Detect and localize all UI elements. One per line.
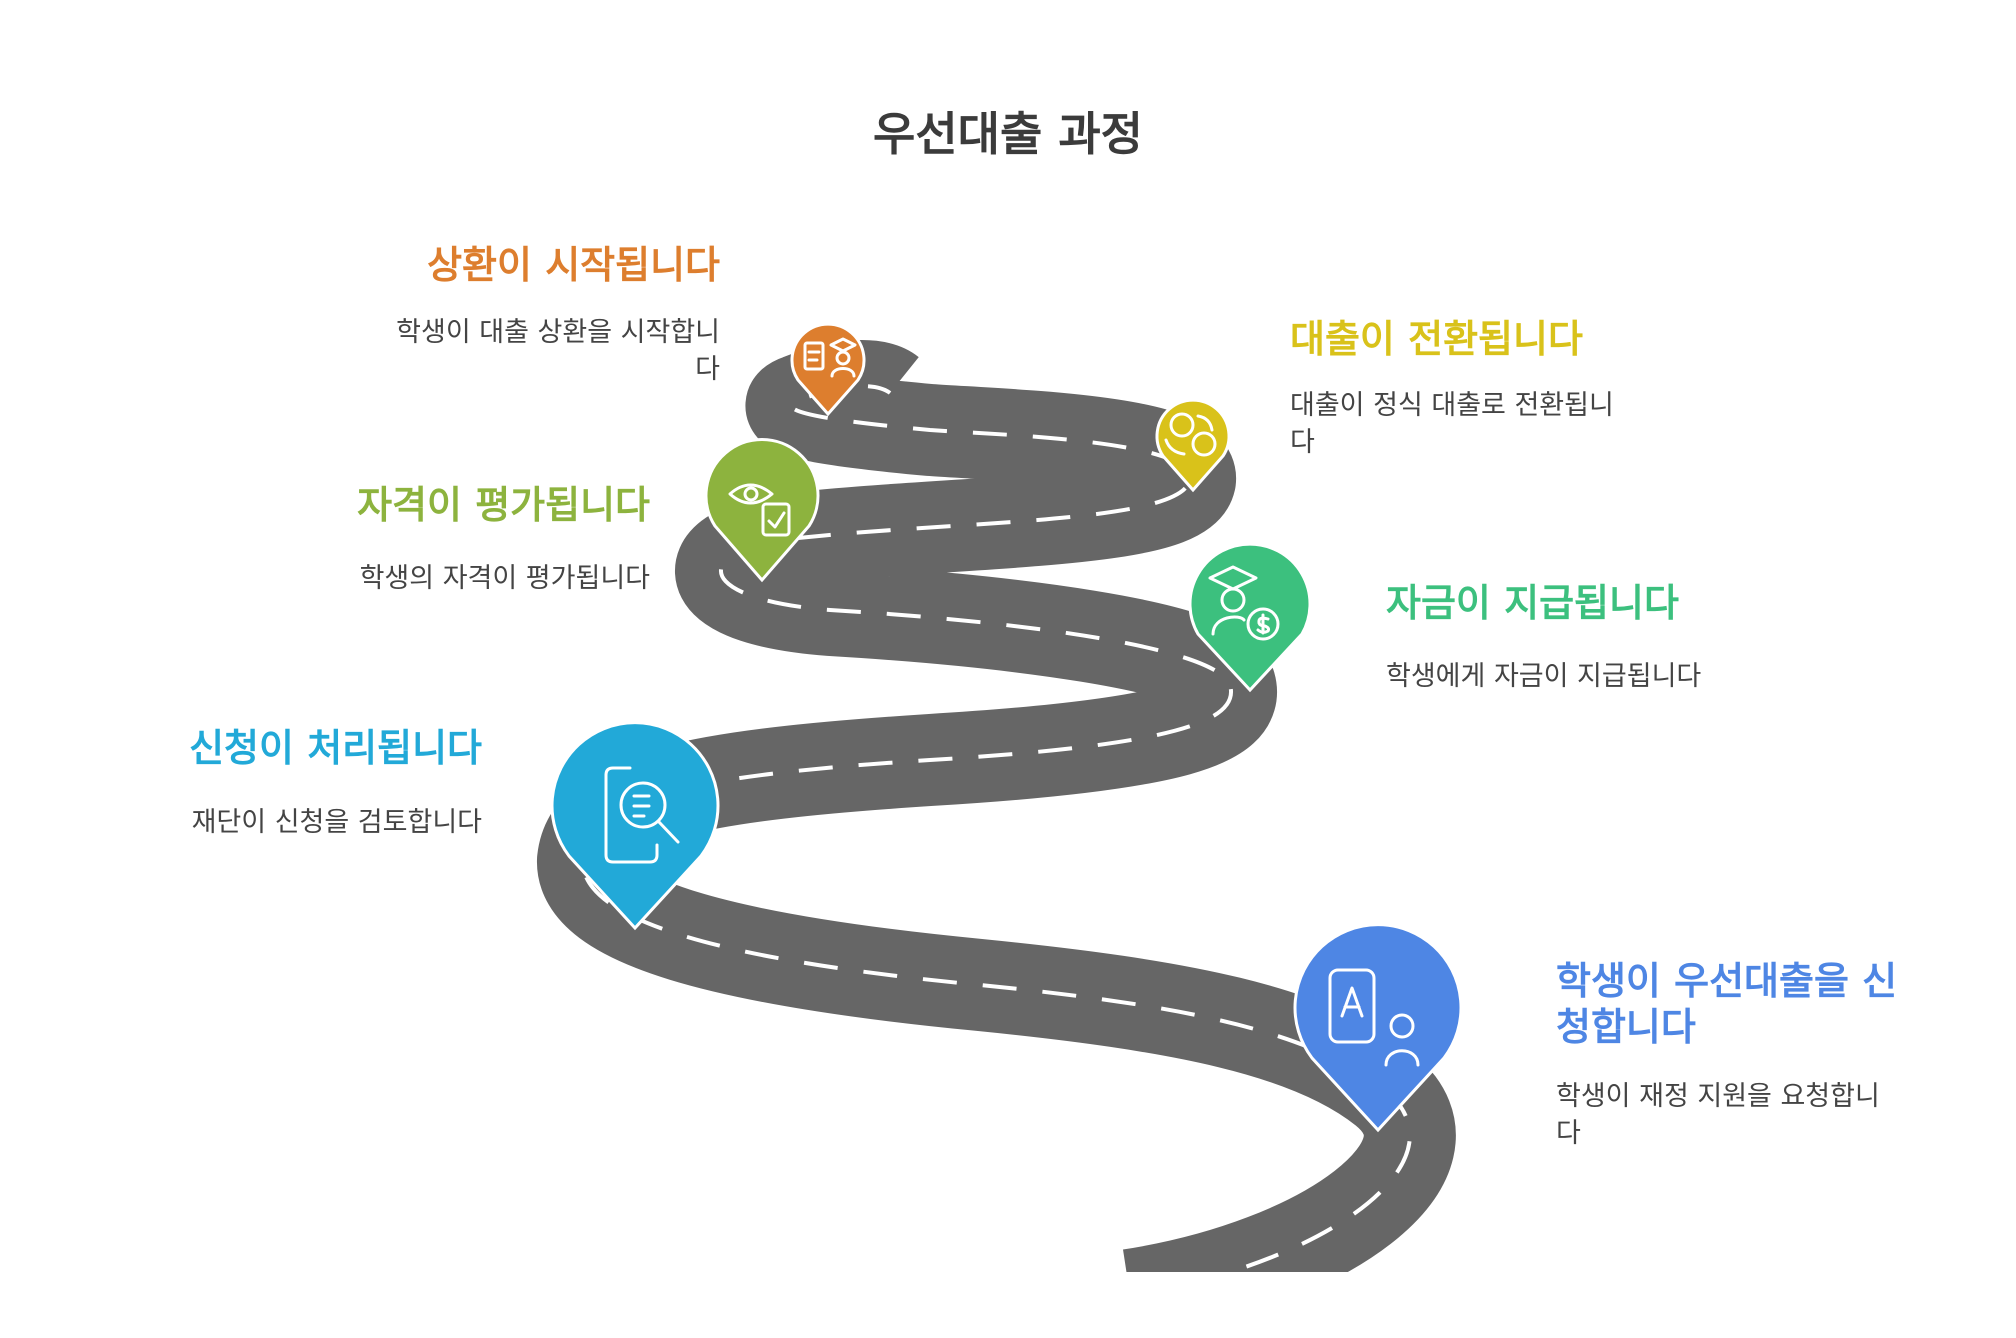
step-repay-title: 상환이 시작됩니다 bbox=[427, 243, 720, 287]
graduate-money-icon bbox=[1208, 565, 1280, 641]
application-person-icon bbox=[1328, 968, 1420, 1067]
step-apply-title: 학생이 우선대출을 신 청합니다 bbox=[1556, 959, 1898, 1049]
pin-disburse[interactable] bbox=[1188, 542, 1312, 693]
pin-repay-marker bbox=[790, 322, 866, 417]
pin-convert[interactable] bbox=[1155, 398, 1231, 493]
step-process-desc: 재단이 신청을 검토합니다 bbox=[191, 807, 482, 838]
pin-apply-marker bbox=[1293, 923, 1463, 1133]
step-apply-desc: 학생이 재정 지원을 요청합니 다 bbox=[1556, 1081, 1880, 1149]
step-evaluate-title: 자격이 평가됩니다 bbox=[357, 483, 650, 527]
step-convert-desc: 대출이 정식 대출로 전환됩니 다 bbox=[1290, 390, 1614, 458]
currency-exchange-icon bbox=[1164, 412, 1217, 457]
step-disburse-desc: 학생에게 자금이 지급됩니다 bbox=[1386, 661, 1702, 692]
step-disburse-title: 자금이 지급됩니다 bbox=[1386, 581, 1679, 625]
pin-evaluate[interactable] bbox=[704, 438, 820, 583]
pin-repay[interactable] bbox=[790, 322, 866, 417]
step-repay-desc: 학생이 대출 상환을 시작합니 다 bbox=[396, 317, 720, 385]
pin-apply[interactable] bbox=[1293, 923, 1463, 1133]
page-title: 우선대출 과정 bbox=[873, 107, 1143, 161]
pin-process[interactable] bbox=[550, 721, 720, 931]
road-center-dashes bbox=[580, 384, 1412, 1272]
graduate-payment-icon bbox=[803, 337, 857, 378]
step-convert-title: 대출이 전환됩니다 bbox=[1290, 317, 1583, 361]
step-evaluate-desc: 학생의 자격이 평가됩니다 bbox=[359, 563, 650, 594]
document-search-icon bbox=[604, 766, 680, 864]
eye-checklist-icon bbox=[728, 483, 791, 537]
step-process-title: 신청이 처리됩니다 bbox=[189, 726, 482, 770]
